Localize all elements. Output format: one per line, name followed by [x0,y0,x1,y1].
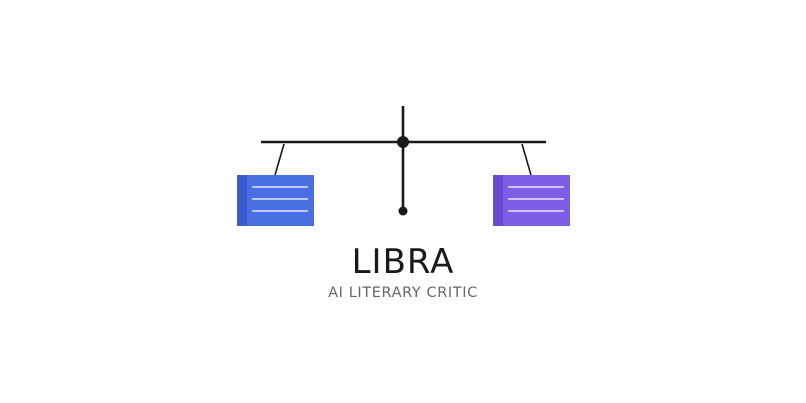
right-hanger [521,143,532,176]
left-hanger [274,143,285,176]
brand-tagline: AI LITERARY CRITIC [328,285,478,301]
left-book-icon [237,175,314,226]
scale-base [398,206,408,216]
scale-pivot [397,136,409,148]
brand-name: LIBRA [351,242,455,282]
right-book-icon [493,175,570,226]
